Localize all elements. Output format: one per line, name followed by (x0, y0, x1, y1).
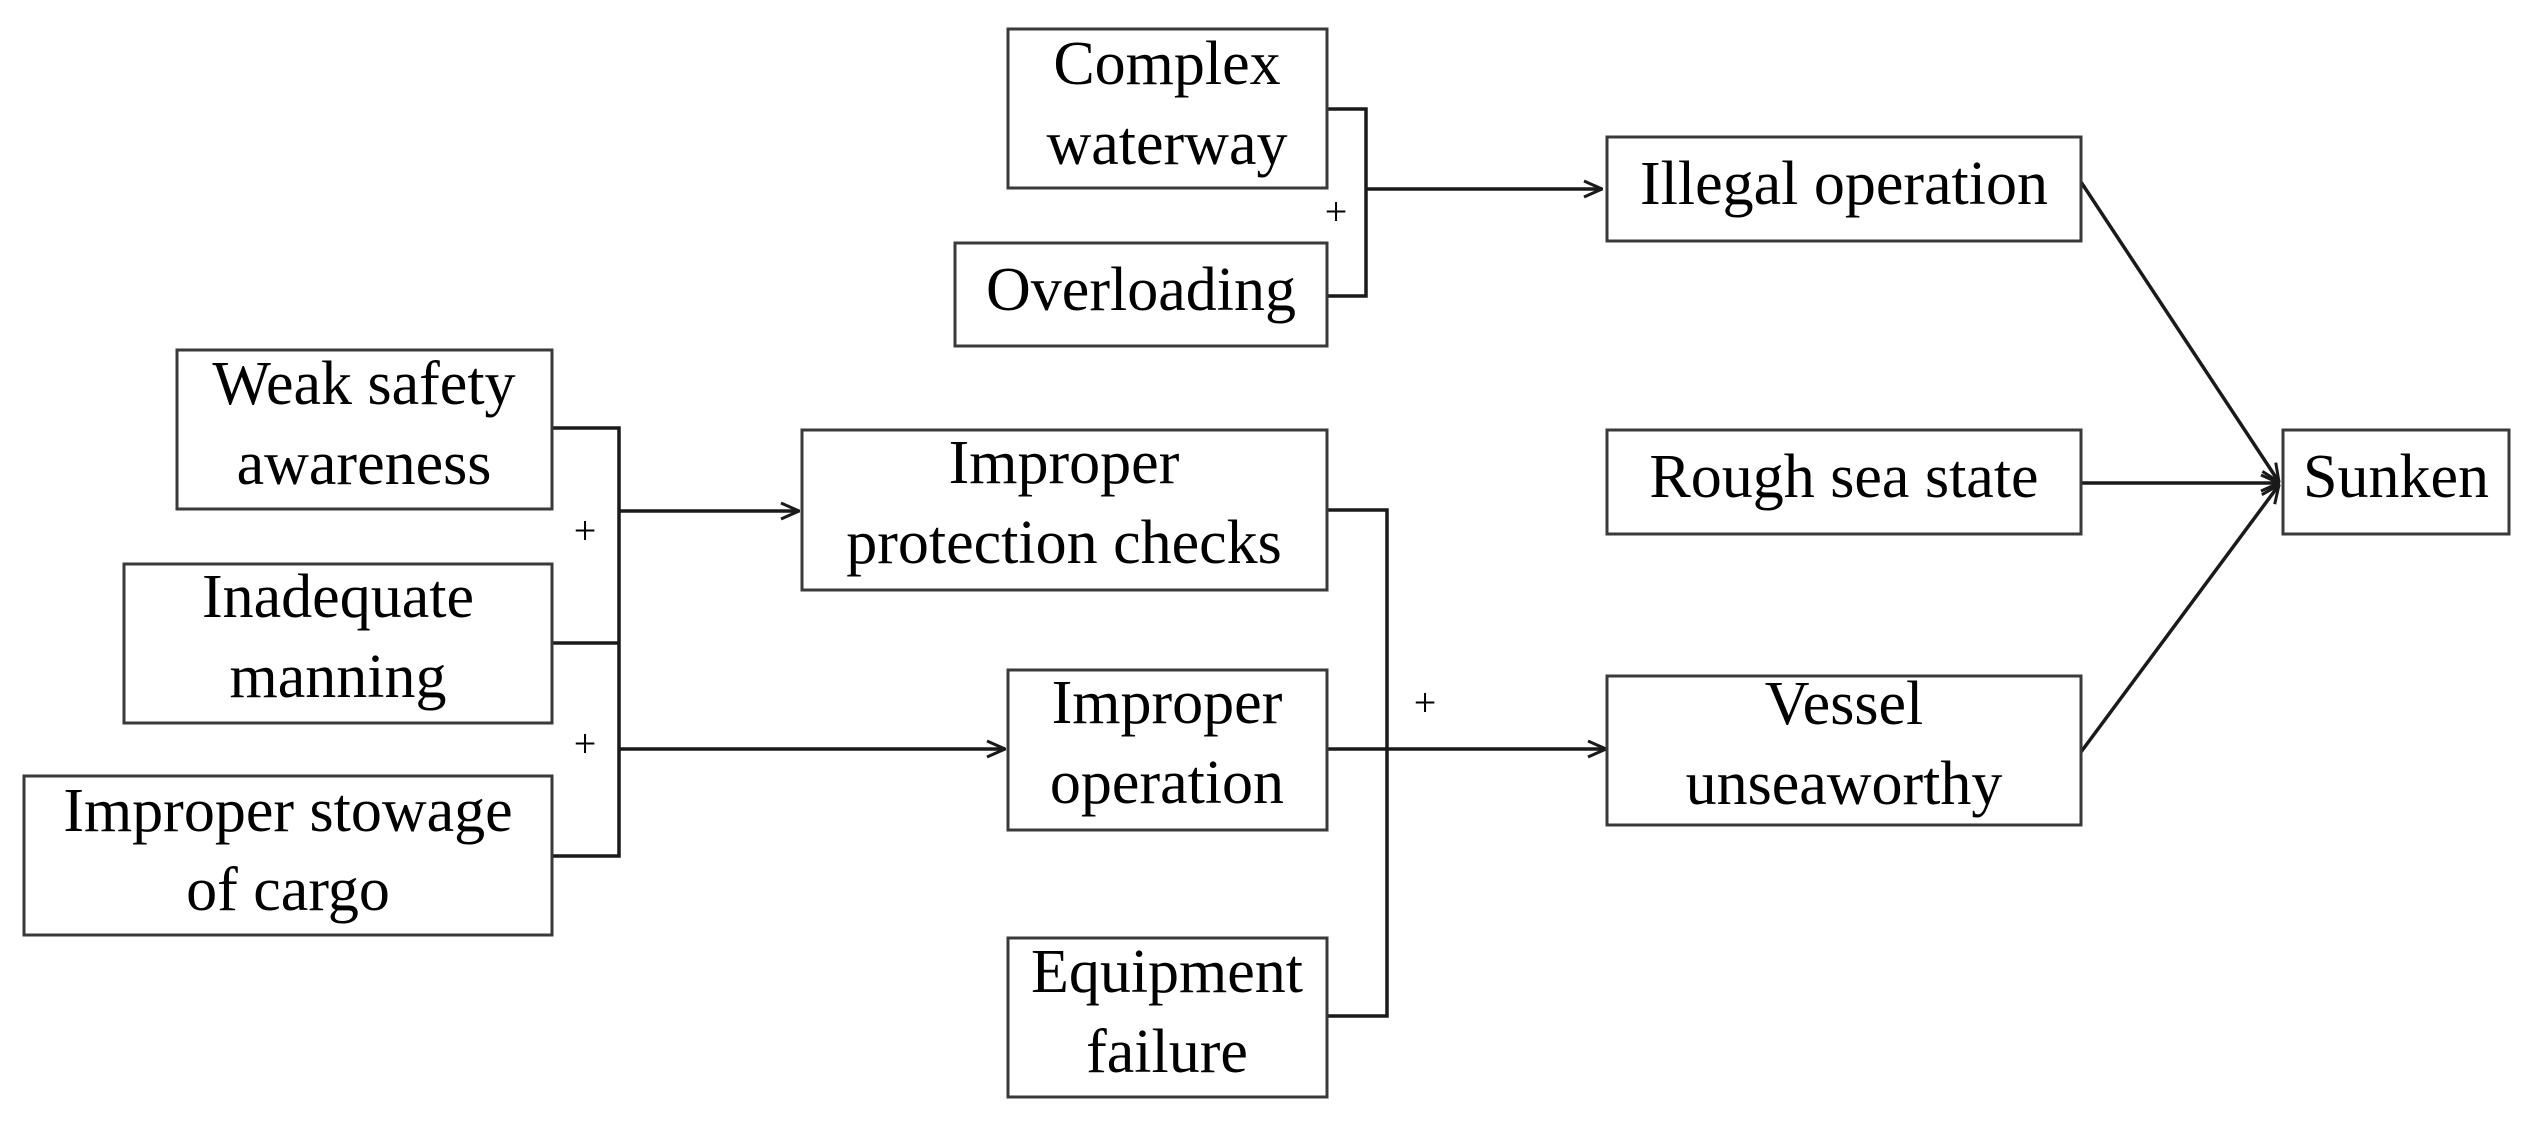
node-inadequate-manning-line2: manning (230, 643, 447, 711)
node-equipment-failure-line2: failure (1086, 1018, 1248, 1086)
node-complex-waterway-line2: waterway (1047, 110, 1288, 178)
node-improper-protection-line1: Improper (949, 429, 1180, 497)
node-weak-safety-line2: awareness (237, 430, 492, 498)
node-inadequate-manning-line1: Inadequate (202, 563, 474, 631)
node-improper-stowage-line1: Improper stowage (63, 777, 512, 845)
node-vessel-unseaworthy-line2: unseaworthy (1686, 750, 2003, 818)
node-improper-operation: Improper operation (1006, 668, 1329, 832)
node-illegal-operation-line1: Illegal operation (1640, 150, 2048, 218)
node-weak-safety-line1: Weak safety (212, 350, 515, 418)
node-improper-operation-line1: Improper (1052, 669, 1283, 737)
node-equipment-failure: Equipment failure (1006, 936, 1329, 1099)
node-overloading-line1: Overloading (986, 256, 1296, 324)
node-vessel-unseaworthy: Vessel unseaworthy (1605, 670, 2083, 827)
node-improper-protection-checks: Improper protection checks (800, 428, 1329, 592)
node-illegal-operation: Illegal operation (1605, 135, 2083, 243)
gate-top-symbol: + (1325, 189, 1348, 234)
node-improper-protection-line2: protection checks (846, 509, 1282, 577)
node-improper-stowage-of-cargo: Improper stowage of cargo (22, 774, 554, 937)
connector-complex-waterway (1325, 107, 1368, 298)
arrow-illegal-to-sunken (2079, 181, 2279, 482)
node-complex-waterway: Complex waterway (1006, 27, 1329, 190)
gate-left-upper-symbol: + (574, 508, 597, 553)
gate-left-lower-symbol: + (574, 721, 597, 766)
node-sunken: Sunken (2281, 428, 2511, 536)
arrow-vessel-to-sunken (2079, 485, 2279, 754)
node-improper-operation-line2: operation (1050, 749, 1284, 817)
node-weak-safety-awareness: Weak safety awareness (175, 348, 554, 511)
node-rough-sea-state-line1: Rough sea state (1649, 443, 2038, 511)
node-vessel-unseaworthy-line1: Vessel (1765, 670, 1923, 738)
node-rough-sea-state: Rough sea state (1605, 428, 2083, 536)
connector-improper-protection (1325, 508, 1389, 1018)
node-complex-waterway-line1: Complex (1053, 30, 1280, 98)
connectors (552, 107, 2279, 1018)
node-inadequate-manning: Inadequate manning (122, 562, 554, 725)
node-overloading: Overloading (953, 241, 1329, 348)
node-equipment-failure-line1: Equipment (1031, 938, 1303, 1006)
node-improper-stowage-line2: of cargo (186, 856, 390, 924)
node-sunken-line1: Sunken (2303, 443, 2489, 511)
gate-middle-symbol: + (1414, 680, 1437, 725)
